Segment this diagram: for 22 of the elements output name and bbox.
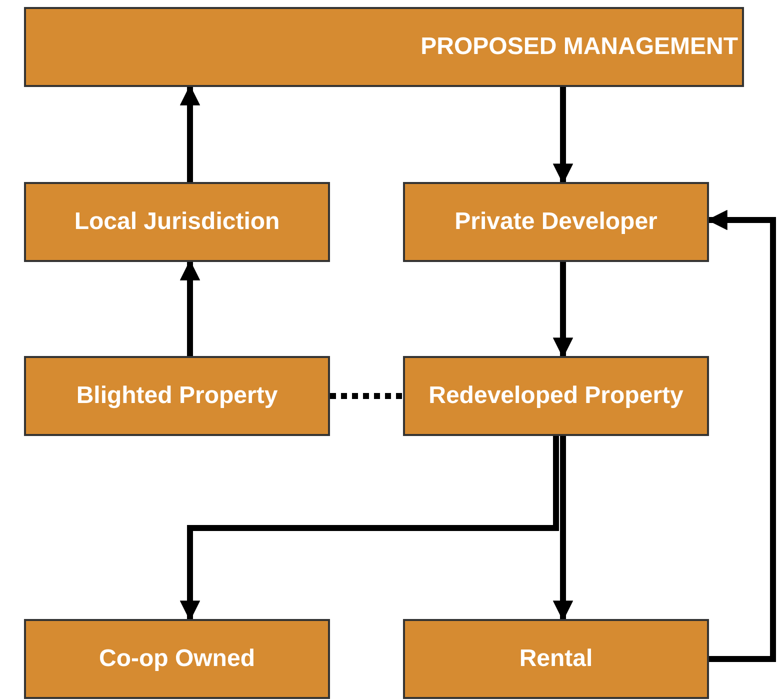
arrow xyxy=(180,84,200,182)
box-label: Redeveloped Property xyxy=(428,382,684,410)
arrow xyxy=(552,87,574,184)
process-box xyxy=(24,619,330,699)
arrow xyxy=(552,262,574,358)
process-box xyxy=(403,619,709,699)
arrow xyxy=(180,260,200,356)
arrow xyxy=(180,436,559,622)
box-label: Local Jurisdiction xyxy=(74,208,280,236)
process-box xyxy=(24,356,330,436)
box-label: PROPOSED MANAGEMENT xyxy=(420,33,738,61)
arrow xyxy=(706,210,776,662)
process-box xyxy=(403,182,709,262)
box-label: Blighted Property xyxy=(76,382,278,410)
process-box xyxy=(403,356,709,436)
box-label: Private Developer xyxy=(454,208,658,236)
box-label: Rental xyxy=(519,645,593,673)
process-box xyxy=(24,7,744,87)
box-label: Co-op Owned xyxy=(99,645,255,673)
dotted-connector xyxy=(330,393,403,399)
arrow xyxy=(552,436,574,622)
process-box xyxy=(24,182,330,262)
